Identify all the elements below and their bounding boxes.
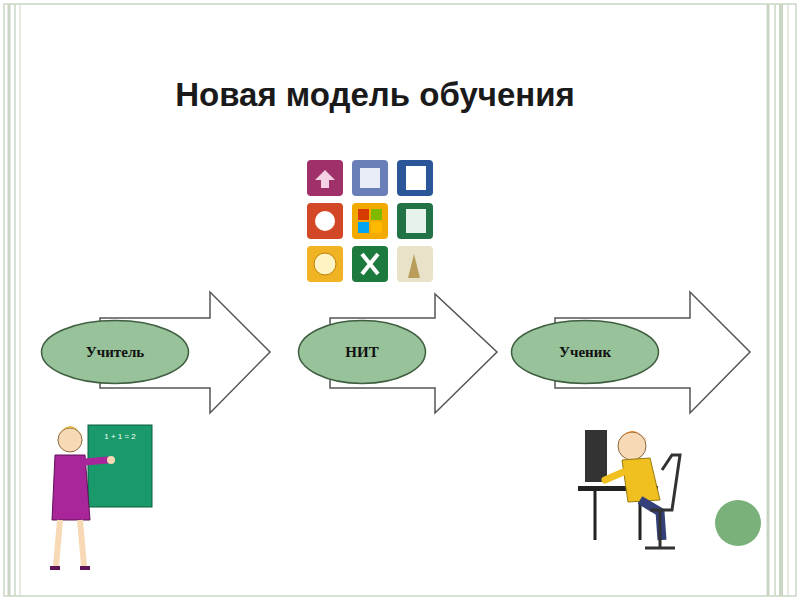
ellipse-node: НИТ [297,319,427,385]
node-label: Ученик [559,344,611,361]
board-text: 1 + 1 = 2 [104,432,136,441]
node-label: НИТ [345,344,378,361]
teacher-figure [50,425,152,568]
ellipse-node: Учитель [40,319,190,385]
green-dot [715,500,761,546]
slide-title: Новая модель обучения [0,76,750,114]
node-label: Учитель [86,344,144,361]
ellipse-node: Ученик [510,319,660,385]
block-arrows [100,292,750,413]
office-icons [307,160,433,282]
student-figure [578,430,680,548]
